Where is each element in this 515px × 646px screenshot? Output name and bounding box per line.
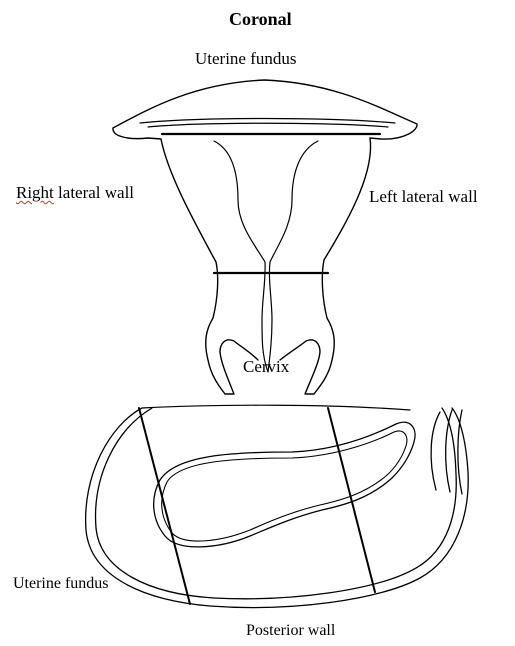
sagittal-outer-inner: [96, 408, 457, 599]
sagittal-outer-outline: [86, 408, 469, 608]
cervix-label: Cervix: [243, 358, 289, 375]
right-wall-rest: lateral wall: [54, 183, 134, 202]
sagittal-cavity-inner: [162, 431, 407, 541]
right-lateral-wall-label: Right lateral wall: [16, 184, 134, 201]
coronal-title: Coronal: [229, 10, 292, 28]
sagittal-fundus-label: Uterine fundus: [13, 576, 109, 592]
sagittal-cavity: [154, 422, 415, 547]
sagittal-top-edge: [142, 405, 410, 410]
sagittal-left-cut-line: [139, 408, 190, 604]
right-word: Right: [16, 183, 54, 202]
posterior-wall-label: Posterior wall: [246, 623, 335, 639]
left-lateral-wall-label: Left lateral wall: [369, 188, 478, 205]
sagittal-right-curves: [431, 410, 462, 494]
coronal-fundus-label: Uterine fundus: [195, 50, 297, 67]
